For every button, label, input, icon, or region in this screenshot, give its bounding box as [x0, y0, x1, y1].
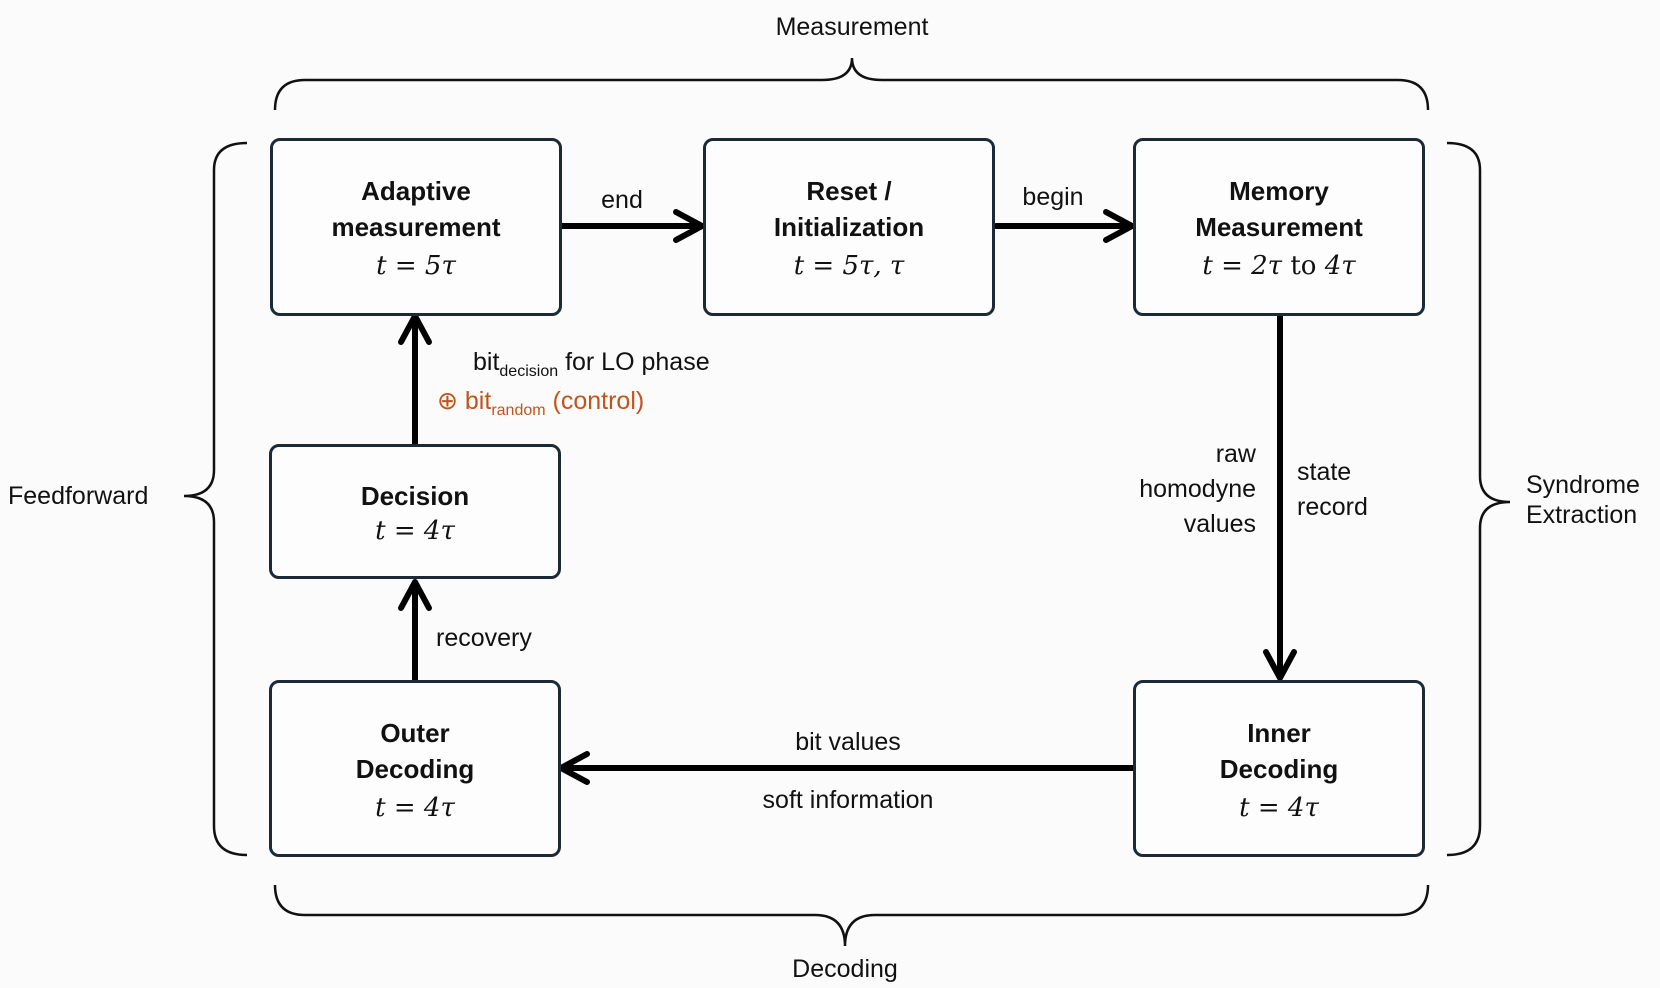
bit-random-subscript: random — [491, 402, 546, 419]
arrow-soft-information-head — [558, 751, 590, 785]
adaptive-measurement-box: Adaptive measurement t = 5τ — [270, 138, 562, 316]
arrow-recovery-head — [398, 579, 432, 611]
raw-line3: values — [1183, 510, 1256, 538]
raw-line2: homodyne — [1139, 475, 1256, 503]
outer-time: t = 4τ — [375, 792, 455, 823]
state-record-label: state record — [1297, 455, 1368, 525]
decoding-brace-label: Decoding — [792, 955, 898, 983]
inner-title-line1: Inner — [1247, 717, 1311, 748]
reset-title-line2: Initialization — [773, 212, 925, 242]
adaptive-time: t = 5τ — [376, 251, 456, 281]
feedforward-brace-label: Feedforward — [8, 482, 149, 510]
memory-time: t = 2τ to 4τ — [1202, 251, 1355, 281]
recovery-label: recovery — [436, 624, 532, 652]
outer-decoding-box: Outer Decoding t = 4τ — [269, 680, 561, 857]
state-line1: state — [1297, 458, 1352, 486]
memory-time-start: t = 2τ — [1202, 251, 1283, 281]
begin-label: begin — [1022, 183, 1084, 211]
memory-time-to: to — [1290, 251, 1317, 281]
bit-random-main: bit — [464, 387, 492, 415]
bit-decision-subscript: decision — [499, 363, 559, 380]
arrow-state-record-head — [1263, 649, 1297, 681]
decision-box: Decision t = 4τ — [269, 444, 561, 579]
memory-measurement-box: Memory Measurement t = 2τ to 4τ — [1133, 138, 1425, 316]
measurement-brace-label: Measurement — [775, 13, 929, 41]
state-line2: record — [1297, 493, 1368, 521]
end-label: end — [601, 186, 643, 214]
outer-title-line1: Outer — [380, 717, 450, 748]
syndrome-extraction-brace-label: Syndrome Extraction — [1526, 470, 1640, 530]
decision-title: Decision — [360, 480, 470, 511]
reset-initialization-box: Reset / Initialization t = 5τ, τ — [703, 138, 995, 316]
bit-decision-main: bit — [473, 348, 500, 376]
bit-decision-label: bitdecision for LO phase — [473, 347, 710, 381]
inner-title-line2: Decoding — [1219, 753, 1339, 784]
reset-time: t = 5τ, τ — [793, 251, 905, 281]
raw-homodyne-values-label: raw homodyne values — [1139, 437, 1256, 542]
inner-decoding-box: Inner Decoding t = 4τ — [1133, 680, 1425, 857]
memory-title-line1: Memory — [1229, 176, 1329, 206]
soft-information-label: soft information — [762, 786, 934, 814]
adaptive-title-line2: measurement — [331, 212, 501, 242]
top-brace — [273, 57, 1430, 111]
reset-title-line1: Reset / — [806, 176, 892, 206]
adaptive-title-line1: Adaptive — [361, 176, 471, 206]
decision-time: t = 4τ — [375, 515, 455, 546]
bottom-brace — [273, 884, 1430, 947]
bit-random-tail: (control) — [552, 387, 645, 415]
inner-time: t = 4τ — [1239, 792, 1319, 823]
memory-title-line2: Measurement — [1195, 212, 1363, 242]
raw-line1: raw — [1215, 440, 1256, 468]
arrow-bit-decision-head — [398, 313, 432, 345]
outer-title-line2: Decoding — [355, 753, 475, 784]
bit-values-label: bit values — [795, 728, 901, 756]
left-brace — [183, 141, 248, 857]
bit-random-label: ⊕ bitrandom (control) — [437, 386, 644, 420]
syndrome-label-line1: Syndrome — [1526, 471, 1640, 499]
memory-time-end: 4τ — [1324, 251, 1356, 281]
syndrome-label-line2: Extraction — [1526, 501, 1638, 529]
bit-decision-tail: for LO phase — [565, 348, 710, 376]
arrow-begin-head — [1103, 209, 1135, 243]
arrow-end-head — [673, 209, 705, 243]
right-brace — [1446, 141, 1511, 857]
xor-icon: ⊕ — [437, 387, 458, 415]
